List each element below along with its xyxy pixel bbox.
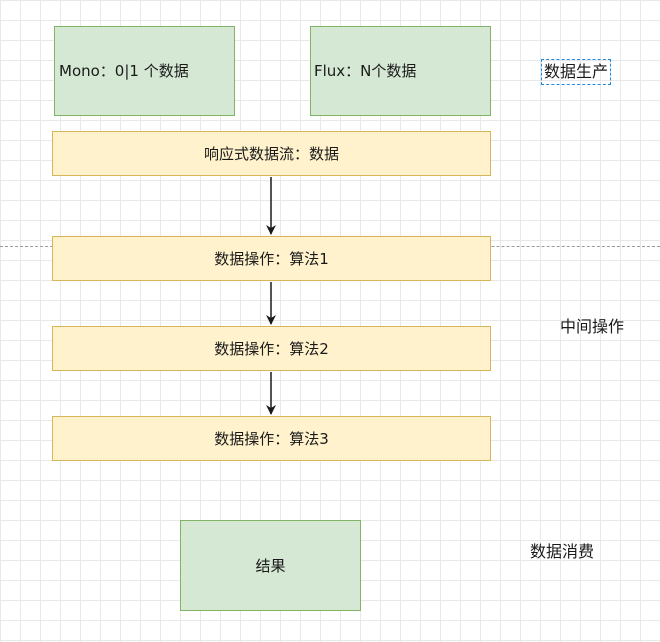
result-node-label: 结果 xyxy=(255,556,286,575)
intermediate-operation-label[interactable]: 中间操作 xyxy=(560,317,625,336)
operation-1-label: 数据操作：算法1 xyxy=(214,249,329,268)
operation-2-label: 数据操作：算法2 xyxy=(214,339,329,358)
flux-node-label: Flux：N个数据 xyxy=(314,62,417,80)
reactive-stream-label: 响应式数据流：数据 xyxy=(203,144,339,163)
result-node[interactable]: 结果 xyxy=(180,520,361,611)
operation-3-label: 数据操作：算法3 xyxy=(214,429,329,448)
operation-3-node[interactable]: 数据操作：算法3 xyxy=(52,416,491,461)
data-consumption-label[interactable]: 数据消费 xyxy=(530,542,595,561)
operation-2-node[interactable]: 数据操作：算法2 xyxy=(52,326,491,371)
reactive-stream-node[interactable]: 响应式数据流：数据 xyxy=(52,131,491,176)
data-production-label[interactable]: 数据生产 xyxy=(540,59,612,85)
operation-1-node[interactable]: 数据操作：算法1 xyxy=(52,236,491,281)
mono-node[interactable]: Mono：0|1 个数据 xyxy=(54,26,235,116)
mono-node-label: Mono：0|1 个数据 xyxy=(59,62,189,80)
flux-node[interactable]: Flux：N个数据 xyxy=(310,26,491,116)
